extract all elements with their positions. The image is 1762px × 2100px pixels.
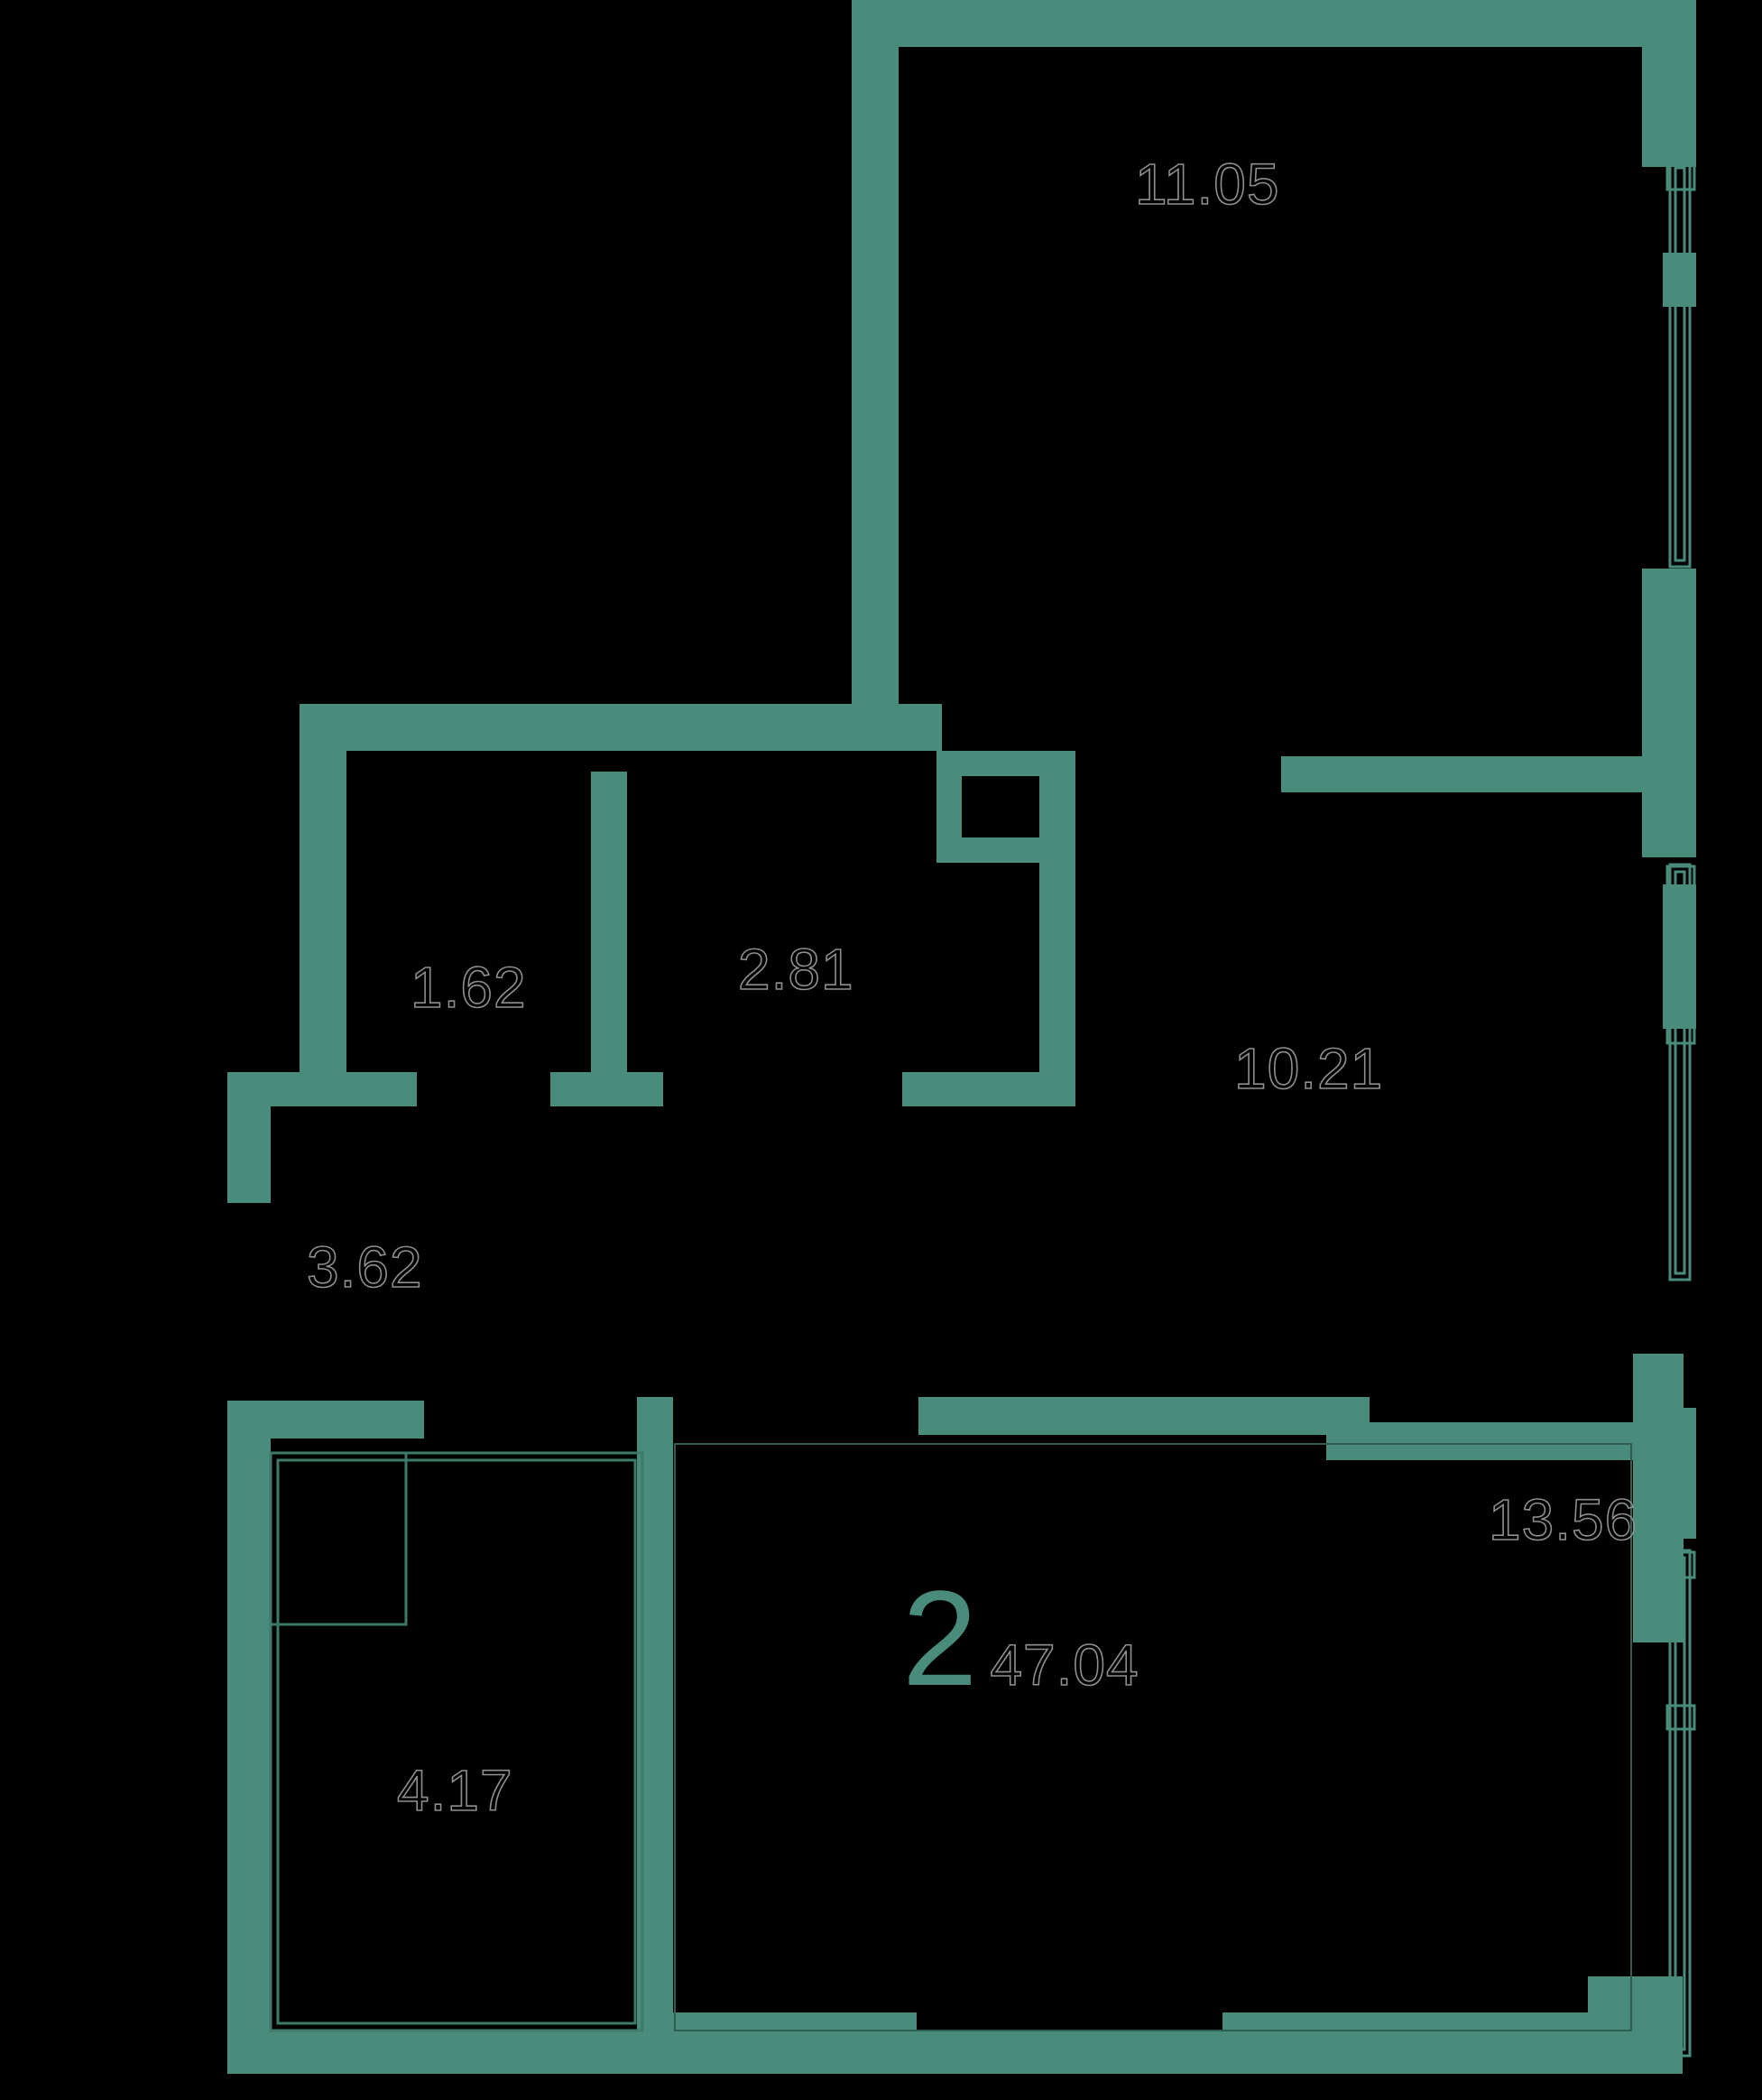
wall-corridor-stub [1281, 756, 1651, 792]
wall-exterior-right-mid-b [1663, 650, 1696, 857]
wall-top-upper-right [852, 0, 1668, 47]
window-mid-right [1665, 863, 1696, 1281]
wall-group [227, 0, 1696, 2074]
wall-divider-bath-wc [591, 772, 627, 1106]
balcony-rail-inner [276, 1458, 637, 2025]
window-group [1665, 159, 1696, 2058]
window-upper-right [1665, 159, 1696, 569]
wall-vertical-upper-left [852, 0, 899, 722]
balcony-step [269, 1451, 408, 1626]
bedroom-outline [674, 1443, 1632, 2031]
balcony-outline [269, 1451, 644, 2032]
wall-exterior-right-lower-head-b [1663, 1408, 1696, 1539]
wall-above-bedroom [918, 1397, 1370, 1435]
window-lower-right [1665, 1549, 1696, 2058]
wall-bottom-bedroom-left [637, 2012, 917, 2040]
wall-left-jog-vertical [227, 1072, 271, 1203]
wall-stub-under-wc [902, 1072, 1075, 1106]
total-area-value: 47.04 [990, 1633, 1139, 1698]
wall-alcove-bottom [936, 837, 1075, 863]
wall-stub-under-bath-outer [300, 1072, 417, 1106]
wall-stub-under-bath-left [550, 1072, 663, 1106]
room-count-value: 2 [902, 1562, 978, 1714]
wall-exterior-left-lower [227, 1401, 271, 2068]
wall-above-balcony [227, 1401, 424, 1439]
balcony-rail-outer [269, 1451, 644, 2032]
wall-vertical-left-bath [300, 704, 346, 1101]
plan-summary: 2 47.04 [902, 1570, 1139, 1706]
wall-exterior-bottom-right [1588, 1976, 1683, 2074]
wall-bottom-bedroom-right [1222, 2012, 1601, 2040]
wall-right-of-wc [1039, 751, 1075, 1094]
wall-horizontal-mid-upper [300, 704, 942, 751]
interior-outlines [674, 1443, 1632, 2031]
wall-above-bedroom-right [1326, 1422, 1687, 1460]
